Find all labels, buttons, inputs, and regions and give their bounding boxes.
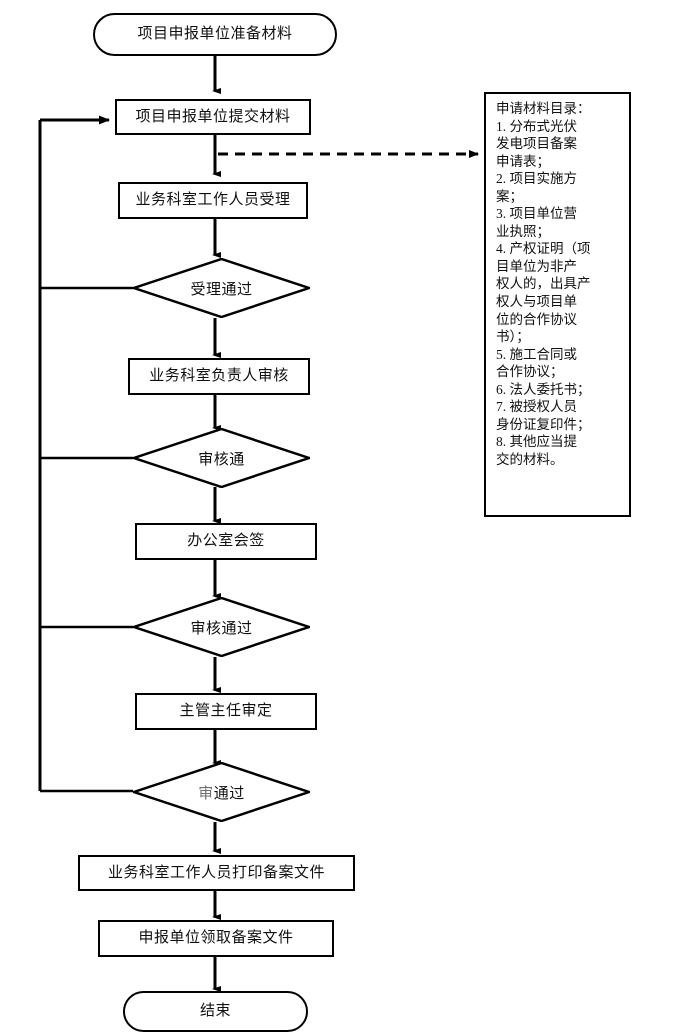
node-decision-review[interactable]: 审核通 (133, 428, 310, 488)
node-print-doc-label: 业务科室工作人员打印备案文件 (107, 864, 325, 881)
note-line: 目单位为非产 (496, 258, 577, 274)
note-line: 位的合作协议 (496, 311, 577, 327)
note-line: 交的材料。 (496, 451, 564, 467)
node-decision-sign[interactable]: 审核通过 (133, 597, 310, 657)
node-review-lead[interactable]: 业务科室负责人审核 (128, 358, 310, 395)
note-line: 2. 项目实施方 (496, 171, 577, 187)
note-line: 4. 产权证明（项 (496, 241, 591, 257)
node-director-approve[interactable]: 主管主任审定 (135, 693, 317, 730)
note-line: 申请表； (496, 153, 550, 169)
note-line: 7. 被授权人员 (496, 399, 577, 415)
node-office-sign[interactable]: 办公室会签 (135, 523, 317, 560)
node-accept[interactable]: 业务科室工作人员受理 (118, 182, 308, 219)
node-decision-accept[interactable]: 受理通过 (133, 258, 310, 318)
node-office-sign-label: 办公室会签 (187, 533, 265, 550)
node-collect-doc[interactable]: 申报单位领取备案文件 (98, 920, 334, 957)
note-line: 案； (496, 188, 523, 204)
node-accept-label: 业务科室工作人员受理 (135, 192, 291, 209)
node-submit-label: 项目申报单位提交材料 (135, 108, 291, 125)
note-line: 申请材料目录： (496, 101, 591, 116)
node-end[interactable]: 结束 (123, 991, 308, 1032)
note-line: 身份证复印件； (496, 416, 591, 432)
node-start[interactable]: 项目申报单位准备材料 (93, 13, 337, 56)
note-line: 业执照； (496, 223, 550, 239)
node-decision-director[interactable]: 审通过 (133, 762, 310, 822)
note-line: 1. 分布式光伏 (496, 118, 577, 134)
note-line: 8. 其他应当提 (496, 434, 577, 450)
node-collect-doc-label: 申报单位领取备案文件 (138, 930, 294, 947)
node-review-lead-label: 业务科室负责人审核 (149, 368, 289, 385)
note-line: 5. 施工合同或 (496, 346, 577, 362)
note-line: 6. 法人委托书； (496, 381, 591, 397)
note-line: 权人与项目单 (496, 294, 577, 310)
node-submit[interactable]: 项目申报单位提交材料 (115, 99, 311, 135)
node-start-label: 项目申报单位准备材料 (137, 26, 293, 43)
node-director-approve-label: 主管主任审定 (179, 703, 273, 720)
note-line: 合作协议； (496, 364, 564, 380)
note-line: 3. 项目单位营 (496, 206, 577, 222)
node-print-doc[interactable]: 业务科室工作人员打印备案文件 (78, 855, 355, 891)
note-box-application-materials[interactable]: 申请材料目录： 1. 分布式光伏 发电项目备案 申请表； 2. 项目实施方 案；… (484, 92, 631, 517)
note-line: 权人的，出具产 (496, 276, 591, 292)
note-line: 发电项目备案 (496, 136, 577, 152)
note-line: 书）； (496, 329, 530, 345)
node-end-label: 结束 (199, 1003, 231, 1020)
